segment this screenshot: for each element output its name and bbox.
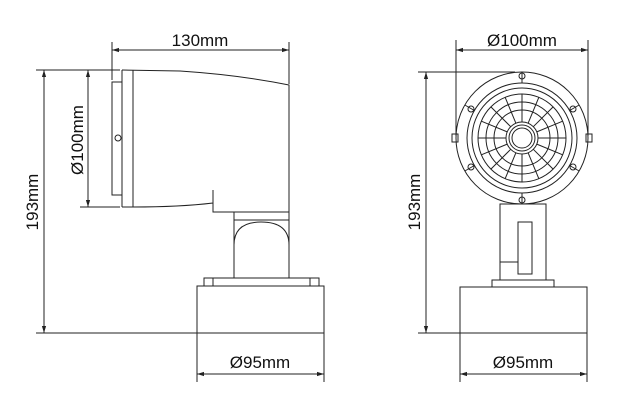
reflector-spoke	[527, 97, 540, 124]
ring-tick	[464, 165, 475, 172]
front-base-label: Ø95mm	[493, 353, 553, 372]
front-view: Ø100mm 193mm Ø95mm	[405, 31, 593, 382]
side-base-label: Ø95mm	[230, 353, 290, 372]
reflector-spoke	[536, 143, 563, 156]
reflector-spoke	[527, 152, 540, 179]
neck-front	[499, 203, 547, 281]
front-diameter-label: Ø100mm	[487, 31, 557, 50]
reflector-spoke	[481, 120, 508, 133]
side-view: 130mm Ø100mm 193mm Ø95mm	[23, 31, 325, 382]
reflector-spoke	[490, 148, 512, 170]
reflector-spoke	[532, 148, 554, 170]
side-height-label: 193mm	[23, 174, 42, 231]
reflector-spoke	[481, 143, 508, 156]
reflector-spoke	[490, 106, 512, 128]
side-diameter-label: Ø100mm	[68, 105, 87, 175]
ring-tick	[569, 104, 580, 111]
base-front	[459, 279, 588, 334]
ring-tick	[464, 104, 475, 111]
reflector-spoke	[504, 152, 517, 179]
front-height-label: 193mm	[405, 174, 424, 231]
lamp-head-side	[111, 69, 290, 213]
reflector-spoke	[536, 120, 563, 133]
lamp-head-front	[451, 71, 593, 205]
width-label: 130mm	[172, 31, 229, 50]
reflector-spoke	[504, 97, 517, 124]
reflector-spoke	[532, 106, 554, 128]
ring-tick	[569, 165, 580, 172]
base-side	[196, 277, 325, 334]
neck-side	[233, 211, 290, 279]
